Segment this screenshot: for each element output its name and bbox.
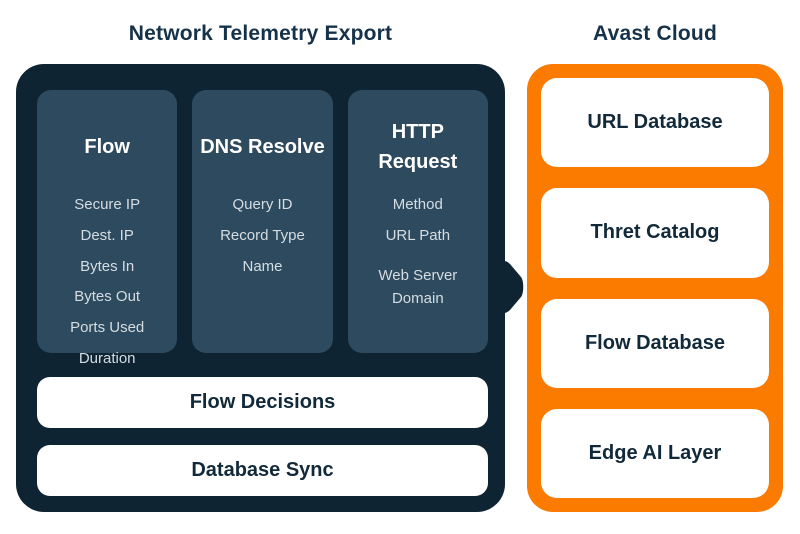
flow-decisions-bar: Flow Decisions [37,377,488,428]
flow-item: Dest. IP [80,226,134,244]
cloud-card-url-database: URL Database [541,78,769,168]
column-http-heading: HTTP Request [378,121,458,173]
column-http-items: Method URL Path Web Server Domain [354,190,482,310]
column-flow-items: Secure IP Dest. IP Bytes In Bytes Out Po… [43,190,171,375]
column-dns-items: Query ID Record Type Name [198,190,326,282]
right-panel-title: Avast Cloud [593,22,717,45]
cloud-card-threat-catalog: Thret Catalog [541,188,769,278]
http-item: Web Server Domain [378,266,458,307]
flow-item: Duration [78,349,136,367]
column-dns-resolve: DNS Resolve Query ID Record Type Name [192,90,333,353]
dns-item: Name [242,257,283,275]
column-dns-heading: DNS Resolve [200,136,325,158]
http-item: Method [392,196,443,213]
dns-item: Query ID [232,196,293,213]
flow-item: Bytes Out [74,288,141,306]
flow-item: Bytes In [80,257,135,275]
telemetry-columns: Flow Secure IP Dest. IP Bytes In Bytes O… [37,90,488,367]
cloud-panel: URL Database Thret Catalog Flow Database… [527,64,783,512]
cloud-card-flow-database: Flow Database [541,298,769,388]
connector-right-arrow-icon [504,261,524,313]
telemetry-export-panel: Flow Secure IP Dest. IP Bytes In Bytes O… [16,64,524,512]
column-flow-heading: Flow [84,136,130,158]
dns-item: Record Type [220,226,305,244]
column-flow: Flow Secure IP Dest. IP Bytes In Bytes O… [37,90,178,367]
http-item: URL Path [385,226,451,244]
cloud-card-edge-ai-layer: Edge AI Layer [541,408,769,498]
database-sync-bar: Database Sync [37,445,488,496]
flow-item: Ports Used [70,319,145,336]
column-http-request: HTTP Request Method URL Path Web Server … [347,90,488,353]
flow-item: Secure IP [74,196,141,213]
left-panel-title: Network Telemetry Export [128,22,393,45]
